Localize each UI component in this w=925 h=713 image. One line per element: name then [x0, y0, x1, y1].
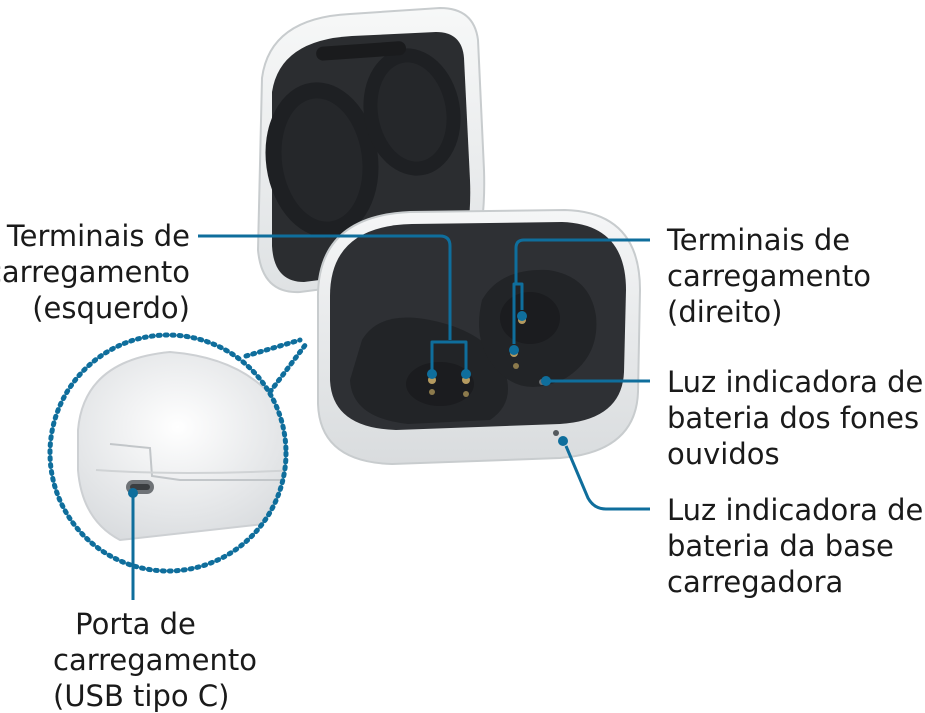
- label-earbuds-battery-light: Luz indicadora de bateria dos fones de o…: [667, 364, 925, 472]
- leader-dots: [128, 311, 568, 498]
- label-line: bateria dos fones de: [667, 401, 925, 435]
- case-base: [316, 208, 642, 466]
- label-charging-terminals-right: Terminais de carregamento (direito): [667, 222, 871, 330]
- label-line: carregamento: [667, 259, 872, 293]
- label-line: Porta de: [75, 607, 196, 641]
- leader-right-terminals: [514, 238, 650, 284]
- label-charging-terminals-left: Terminais de carregamento (esquerdo): [0, 218, 190, 326]
- leader-lines: [131, 234, 650, 600]
- label-line: (direito): [667, 295, 783, 329]
- zoom-callout: [47, 332, 309, 574]
- leader-left-terminals: [198, 234, 452, 340]
- label-line: carregadora: [667, 565, 844, 599]
- bracket-right-terminals: [512, 282, 524, 344]
- label-line: Luz indicadora de: [667, 365, 924, 399]
- label-line: Terminais de: [667, 223, 851, 257]
- label-line: (USB tipo C): [53, 679, 230, 713]
- zoom-circle-border: [47, 332, 289, 574]
- label-line: ouvidos: [667, 437, 780, 471]
- bracket-left-terminals: [430, 340, 468, 370]
- label-charging-port: Porta de carregamento (USB tipo C): [53, 606, 258, 713]
- leader-case-light: [564, 445, 650, 511]
- label-line: carregamento: [0, 255, 190, 289]
- label-line: (esquerdo): [32, 291, 190, 325]
- label-case-battery-light: Luz indicadora de bateria da base carreg…: [667, 492, 923, 600]
- label-line: bateria da base: [667, 529, 894, 563]
- label-line: Luz indicadora de: [667, 493, 924, 527]
- label-line: carregamento: [53, 643, 258, 677]
- label-line: Terminais de: [6, 219, 190, 253]
